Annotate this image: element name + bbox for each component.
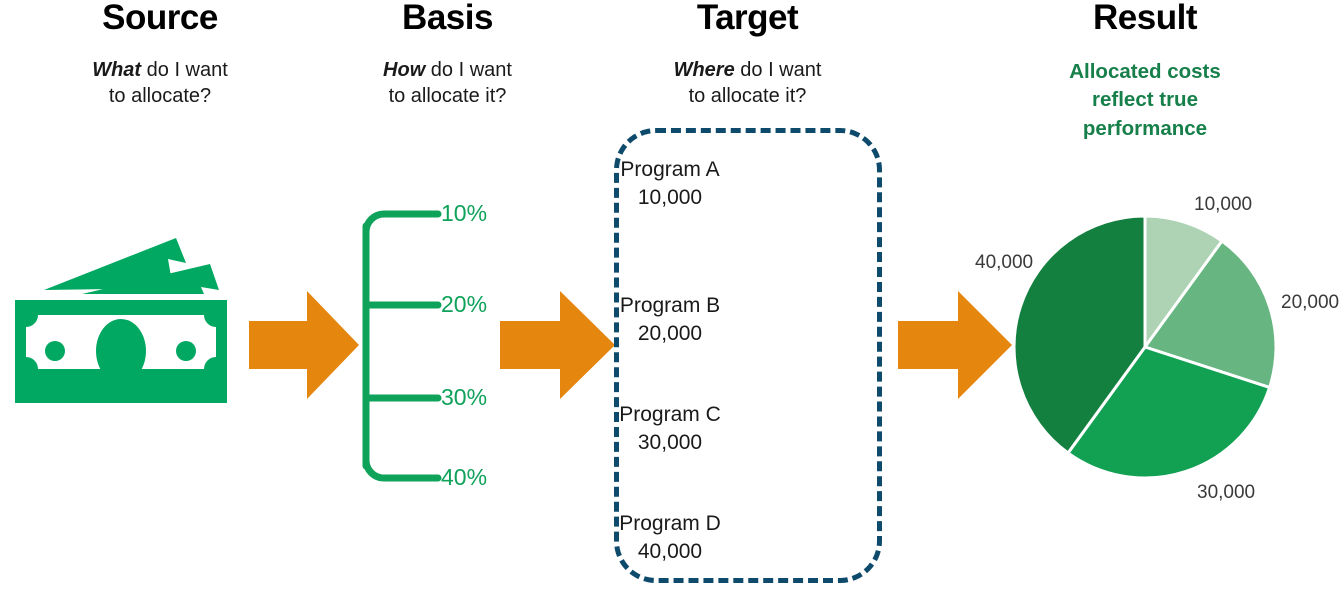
target-program-c: Program C 30,000 <box>0 401 1340 457</box>
pie-slice-40,000 <box>1012 214 1147 456</box>
pie-slice-30,000 <box>1065 345 1272 480</box>
column-subtitle-target-lead: Where <box>673 59 735 81</box>
arrow-target-to-result <box>898 291 1012 399</box>
target-program-a-amount: 10,000 <box>637 185 703 209</box>
pie-label-20000: 20,000 <box>1281 292 1340 313</box>
basis-percent-20: 20% <box>441 291 488 317</box>
money-stack-icon <box>15 238 227 403</box>
column-subtitle-target: Where do I want to allocate it? <box>605 57 890 110</box>
column-subtitle-basis-lead: How <box>383 59 426 81</box>
target-program-c-amount: 30,000 <box>637 430 703 454</box>
target-dashed-box <box>614 128 882 583</box>
pie-slice-20,000 <box>1142 238 1278 390</box>
column-subtitle-basis-line2: to allocate it? <box>388 85 507 108</box>
arrow-source-to-basis <box>249 291 359 399</box>
column-subtitle-result-line2: reflect true <box>1092 88 1198 112</box>
pie-label-10000: 10,000 <box>1194 194 1253 215</box>
column-title-basis: Basis <box>402 0 493 37</box>
column-subtitle-basis: How do I want to allocate it? <box>340 57 555 110</box>
basis-percent-30: 30% <box>441 384 488 410</box>
target-program-a-name: Program A <box>620 158 720 181</box>
column-subtitle-source-lead: What <box>92 59 142 81</box>
basis-bracket <box>362 210 442 482</box>
column-subtitle-basis-rest: do I want <box>425 59 512 81</box>
column-title-source: Source <box>102 0 218 37</box>
column-subtitle-source: What do I want to allocate? <box>30 57 290 110</box>
column-subtitle-result: Allocated costs reflect true performance <box>1020 58 1270 143</box>
column-subtitle-target-rest: do I want <box>734 59 822 81</box>
target-program-b-amount: 20,000 <box>637 321 703 345</box>
pie-label-40000: 40,000 <box>975 252 1034 273</box>
target-program-b: Program B 20,000 <box>0 292 1340 348</box>
target-program-a: Program A 10,000 <box>0 156 1340 212</box>
pie-slice-10,000 <box>1143 214 1225 352</box>
target-program-c-name: Program C <box>619 403 721 426</box>
column-subtitle-target-line2: to allocate it? <box>688 85 807 108</box>
target-program-d: Program D 40,000 <box>0 510 1340 566</box>
target-program-d-name: Program D <box>619 512 721 535</box>
column-title-result: Result <box>1093 0 1197 37</box>
basis-percent-10: 10% <box>441 200 488 226</box>
target-program-d-amount: 40,000 <box>637 539 703 563</box>
column-title-target: Target <box>696 0 799 37</box>
basis-percent-40: 40% <box>441 464 488 490</box>
column-subtitle-source-line2: to allocate? <box>108 85 212 108</box>
column-subtitle-source-rest: do I want <box>141 59 228 81</box>
pie-label-30000: 30,000 <box>1197 482 1256 503</box>
column-subtitle-result-line3: performance <box>1082 116 1208 140</box>
arrow-basis-to-target <box>500 291 615 399</box>
result-pie-chart <box>1012 214 1278 480</box>
column-subtitle-result-line1: Allocated costs <box>1069 60 1221 83</box>
target-program-b-name: Program B <box>619 294 721 317</box>
